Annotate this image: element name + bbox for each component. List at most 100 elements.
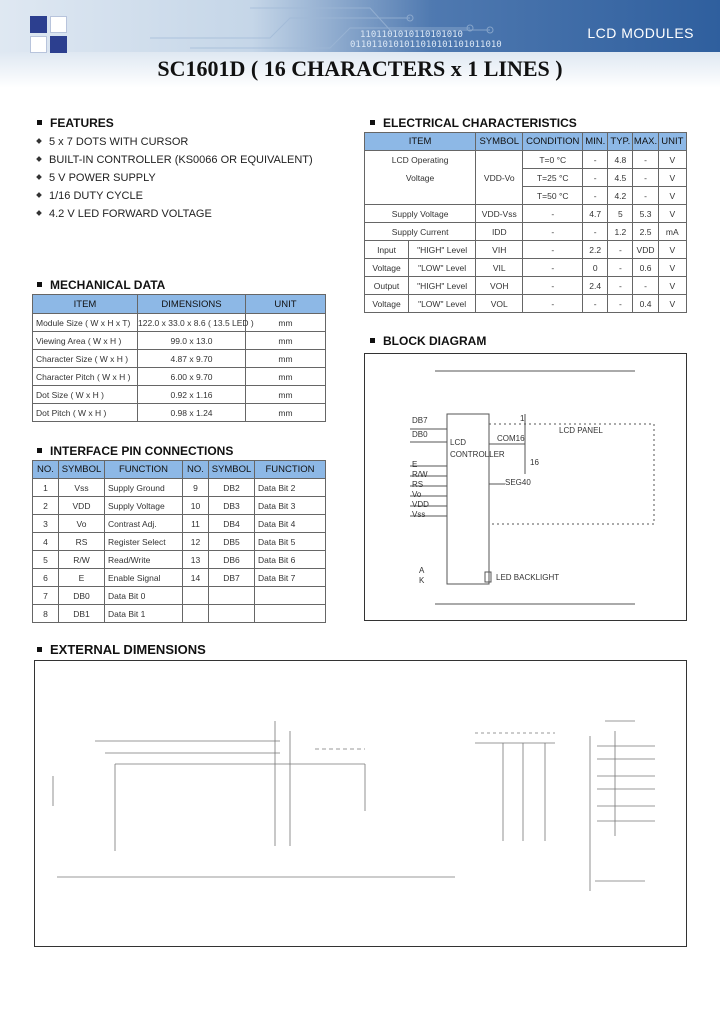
table-row: LCD Operating VDD-Vo T=0 °C-4.8-V <box>363 150 688 205</box>
table-cell <box>182 586 209 605</box>
table-cell: DB1 <box>58 604 105 623</box>
table-cell: 9 <box>182 478 209 497</box>
table-cell: Supply Current <box>363 222 477 241</box>
table-cell: mA <box>657 222 688 241</box>
table-cell: Output <box>363 276 410 295</box>
table-cell: 10 <box>182 496 209 515</box>
table-cell: 1 <box>32 478 59 497</box>
table-cell: V <box>657 240 688 259</box>
table-cell: V <box>657 186 688 205</box>
diamond-bullet-icon <box>36 156 42 162</box>
header-banner: 1101101010110101010 01101101010110101011… <box>0 0 720 88</box>
table-cell: 0.98 x 1.24 <box>137 403 246 422</box>
table-cell: - <box>522 258 584 277</box>
feature-item: 5 x 7 DOTS WITH CURSOR <box>36 136 313 154</box>
diamond-bullet-icon <box>36 210 42 216</box>
table-cell: 4.5 <box>607 168 634 187</box>
table-cell: VDD-Vo <box>475 150 524 205</box>
block-diagram-frame: DB7 DB0 LCD CONTROLLER COM16 1 16 SEG40 … <box>364 353 687 621</box>
table-cell: 6 <box>32 568 59 587</box>
block-diagram-heading: BLOCK DIAGRAM <box>370 334 486 348</box>
table-cell: - <box>632 168 659 187</box>
pin-rs-label: RS <box>412 480 424 489</box>
table-cell: DB2 <box>208 478 255 497</box>
table-cell: - <box>582 186 609 205</box>
column-header: UNIT <box>657 132 688 151</box>
mechanical-heading-text: MECHANICAL DATA <box>50 278 166 292</box>
cathode-label: K <box>419 576 425 585</box>
table-cell <box>208 586 255 605</box>
binary-pattern-1: 1101101010110101010 <box>360 30 463 40</box>
backlight-label: LED BACKLIGHT <box>496 573 560 582</box>
column-header: SYMBOL <box>475 132 524 151</box>
feature-text: 5 x 7 DOTS WITH CURSOR <box>49 136 189 148</box>
table-cell: Module Size ( W x H x T) <box>32 313 138 332</box>
column-header: ITEM <box>363 132 477 151</box>
table-cell: 0.6 <box>632 258 659 277</box>
panel-label: LCD PANEL <box>559 426 603 435</box>
table-cell: Data Bit 3 <box>254 496 326 515</box>
column-header: FUNCTION <box>104 460 183 479</box>
table-cell: VDD <box>632 240 659 259</box>
feature-text: BUILT-IN CONTROLLER (KS0066 OR EQUIVALEN… <box>49 154 313 166</box>
circuit-pattern-graphic <box>150 7 494 49</box>
table-cell: 6.00 x 9.70 <box>137 367 246 386</box>
pin-vdd-label: VDD <box>412 500 429 509</box>
table-cell: Character Pitch ( W x H ) <box>32 367 138 386</box>
table-cell: "HIGH" Level <box>408 276 477 295</box>
anode-label: A <box>419 566 425 575</box>
company-logo <box>30 16 68 54</box>
table-cell: 4.87 x 9.70 <box>137 349 246 368</box>
table-cell: mm <box>245 331 326 350</box>
feature-item: 1/16 DUTY CYCLE <box>36 190 313 208</box>
table-cell: - <box>607 276 634 295</box>
table-cell: mm <box>245 385 326 404</box>
table-cell: 4.7 <box>582 204 609 223</box>
table-cell: 1.2 <box>607 222 634 241</box>
table-cell: mm <box>245 367 326 386</box>
table-cell: VDD-Vss <box>475 204 524 223</box>
table-cell: mm <box>245 313 326 332</box>
table-cell <box>208 604 255 623</box>
table-cell: VOL <box>475 294 524 313</box>
table-cell: VOH <box>475 276 524 295</box>
feature-item: 5 V POWER SUPPLY <box>36 172 313 190</box>
table-cell: "LOW" Level <box>408 294 477 313</box>
table-cell: 8 <box>32 604 59 623</box>
table-cell: - <box>582 294 609 313</box>
column-header: SYMBOL <box>58 460 105 479</box>
table-cell: 99.0 x 13.0 <box>137 331 246 350</box>
table-cell: Input <box>363 240 410 259</box>
table-cell <box>254 586 326 605</box>
table-cell: T=50 °C <box>522 186 584 205</box>
table-cell: RS <box>58 532 105 551</box>
table-cell: V <box>657 150 688 169</box>
table-cell: 4.2 <box>607 186 634 205</box>
column-header: TYP. <box>607 132 634 151</box>
features-list: 5 x 7 DOTS WITH CURSOR BUILT-IN CONTROLL… <box>36 136 313 226</box>
table-cell: DB0 <box>58 586 105 605</box>
brand-label: LCD MODULES <box>587 25 694 41</box>
table-cell: LCD Operating <box>363 150 477 169</box>
column-header: DIMENSIONS <box>137 294 246 314</box>
features-heading: FEATURES <box>37 116 114 130</box>
one-label: 1 <box>520 414 525 423</box>
table-cell: - <box>522 276 584 295</box>
bullet-square-icon <box>37 120 42 125</box>
table-cell: 2.4 <box>582 276 609 295</box>
table-cell: - <box>582 222 609 241</box>
table-cell: Dot Pitch ( W x H ) <box>32 403 138 422</box>
table-cell: V <box>657 258 688 277</box>
table-cell: Enable Signal <box>104 568 183 587</box>
features-heading-text: FEATURES <box>50 116 114 130</box>
table-header-row: ITEM SYMBOL CONDITION MIN. TYP. MAX. UNI… <box>363 132 688 151</box>
table-cell: VIH <box>475 240 524 259</box>
interface-heading: INTERFACE PIN CONNECTIONS <box>37 444 233 458</box>
